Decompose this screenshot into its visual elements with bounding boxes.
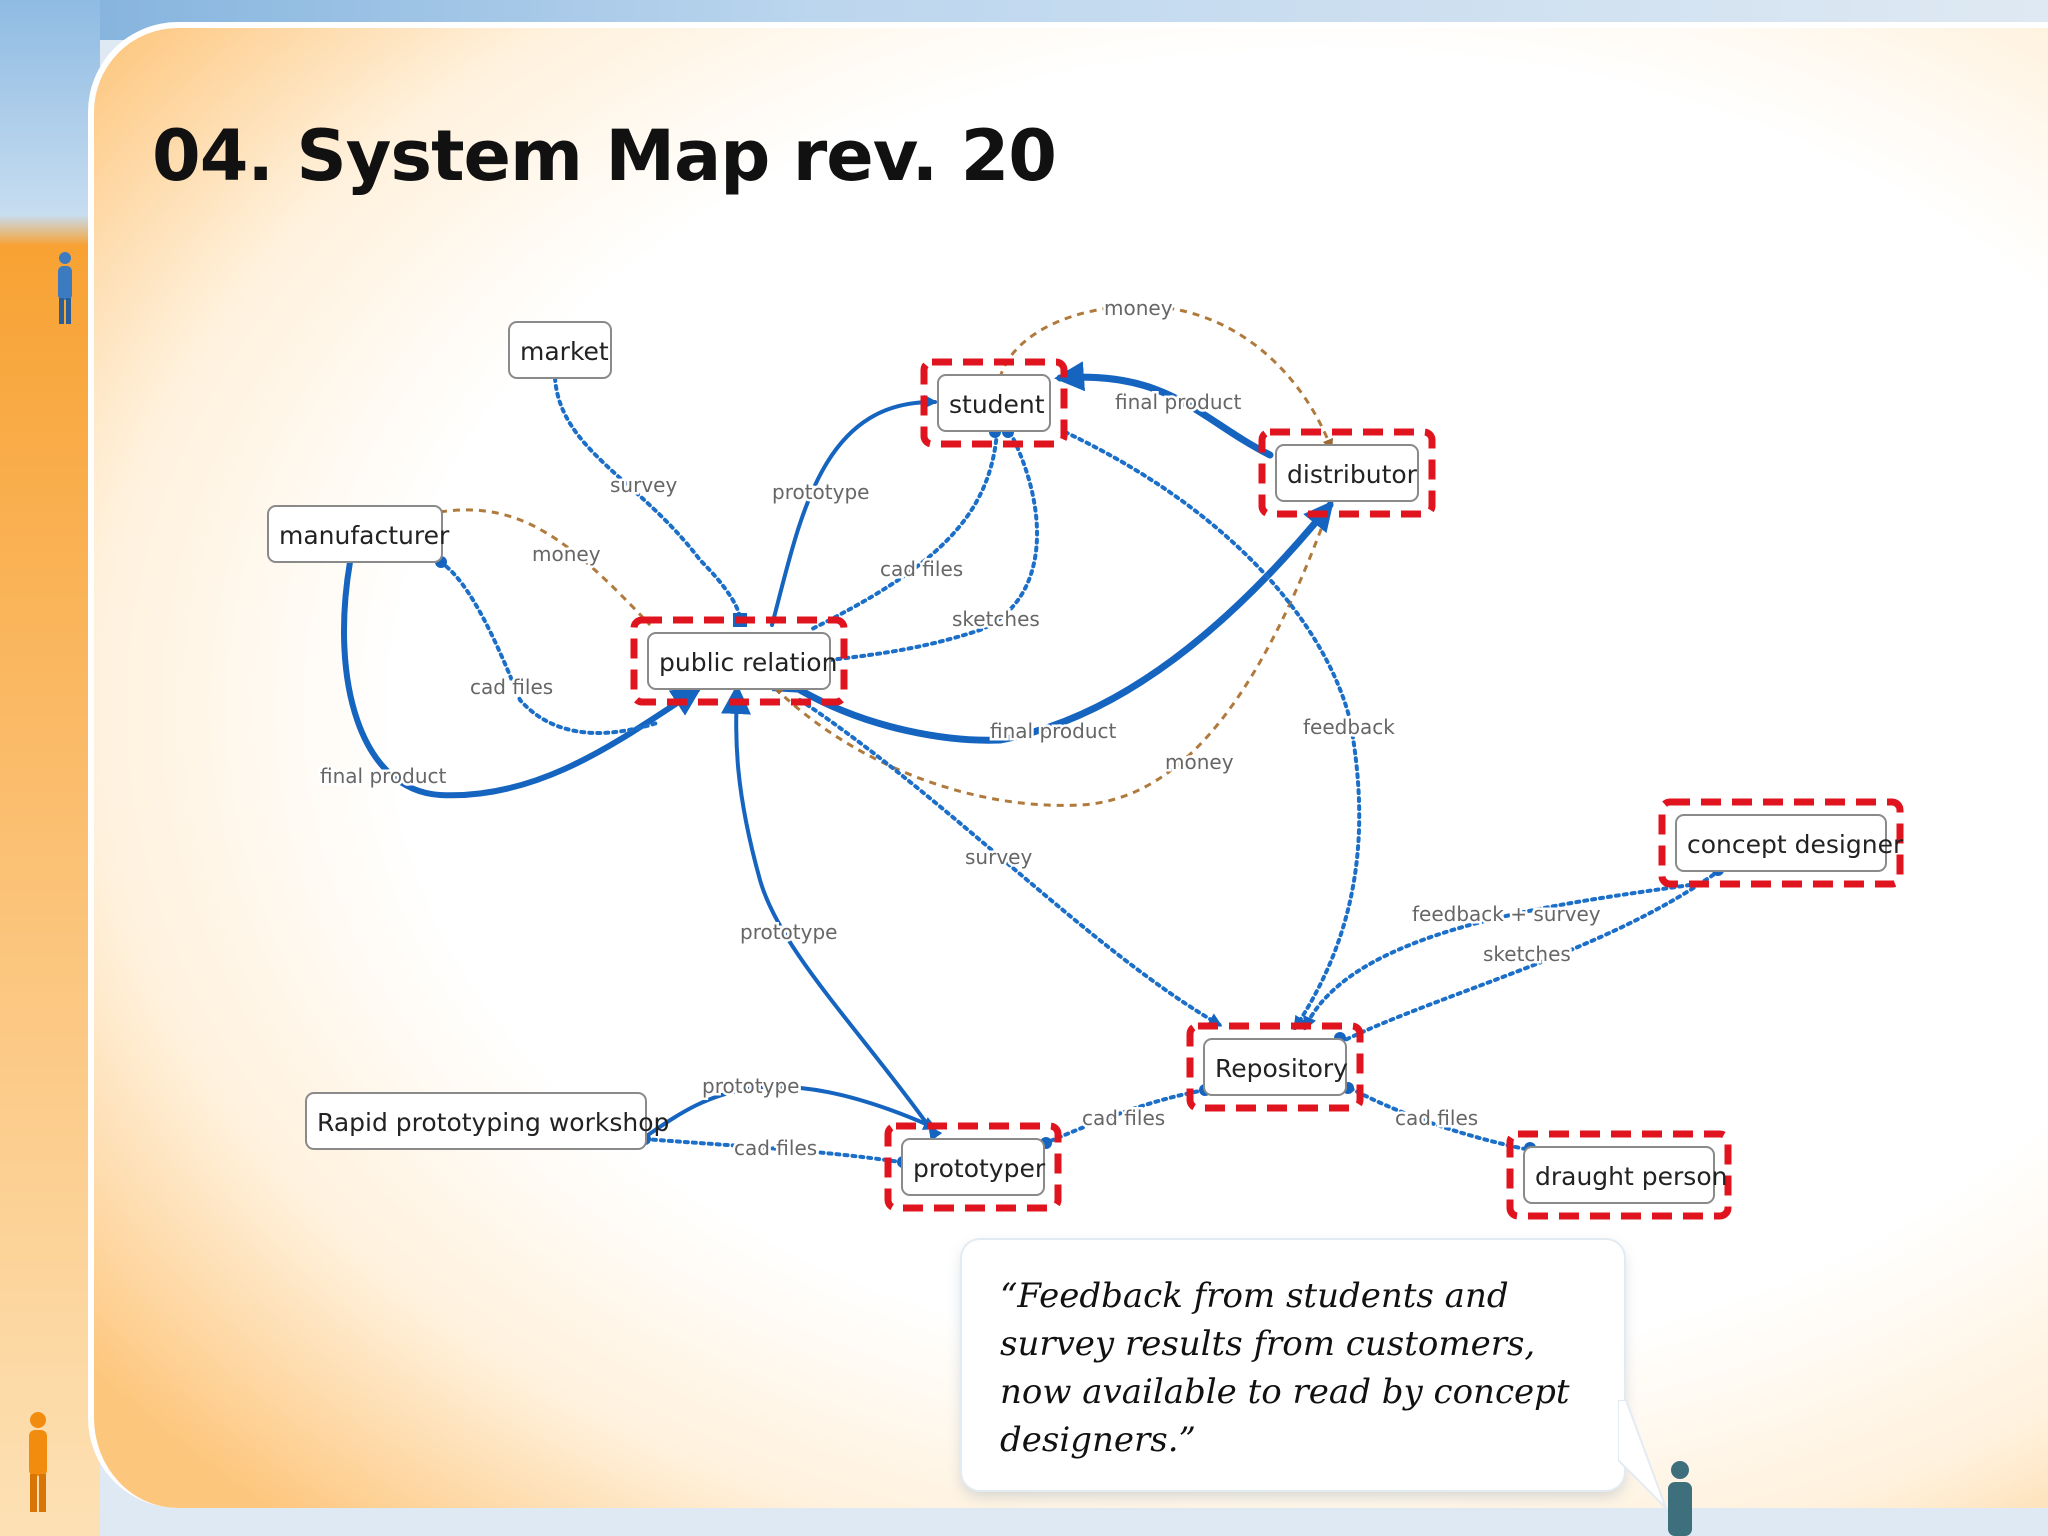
node-public-relation: public relation <box>647 632 837 690</box>
label-rapid-cad: cad files <box>734 1136 817 1160</box>
node-market: market <box>508 321 612 379</box>
edge-market-survey <box>553 376 742 622</box>
highlight-repository <box>1186 1022 1364 1112</box>
edge-student-sketches <box>828 430 1040 662</box>
label-student-final: final product <box>1115 390 1242 414</box>
edge-manufacturer-money <box>433 507 652 627</box>
node-rapid-prototyping-workshop: Rapid prototyping workshop <box>305 1092 669 1150</box>
label-pr-prototype: prototype <box>772 480 869 504</box>
svg-text:Repository: Repository <box>1215 1054 1348 1083</box>
label-concept-feedback-survey: feedback + survey <box>1412 902 1601 926</box>
node-student: student <box>937 374 1051 432</box>
label-market-survey: survey <box>610 473 677 497</box>
highlight-concept-designer <box>1658 798 1904 888</box>
svg-text:distributor: distributor <box>1287 460 1418 489</box>
edge-rapid-prototype-prototyper <box>643 1084 938 1139</box>
connection-points <box>435 426 1724 1168</box>
person-figure-orange-icon <box>29 1412 47 1512</box>
node-concept-designer: concept designer <box>1675 814 1904 872</box>
label-repo-cad-prototyper: cad files <box>1082 1106 1165 1130</box>
label-pr-final: final product <box>990 719 1117 743</box>
edge-rapid-cad-files <box>643 1137 902 1164</box>
node-distributor: distributor <box>1275 444 1419 502</box>
highlight-public-relation <box>630 616 848 706</box>
label-student-money: money <box>1104 296 1173 320</box>
quote-callout-tail <box>1618 1400 1667 1509</box>
edge-manufacturer-cad-files <box>438 560 662 735</box>
edge-concept-feedback-survey <box>1303 883 1692 1031</box>
svg-text:market: market <box>520 337 609 366</box>
label-student-sketches: sketches <box>952 607 1040 631</box>
person-figure-teal-icon <box>1668 1461 1692 1536</box>
node-repository: Repository <box>1203 1038 1348 1096</box>
edge-manufacturer-final-product <box>341 559 703 799</box>
edge-pr-survey-repository <box>798 698 1223 1027</box>
svg-text:concept designer: concept designer <box>1687 830 1904 859</box>
svg-text:manufacturer: manufacturer <box>279 521 450 550</box>
label-manufacturer-final: final product <box>320 764 447 788</box>
node-manufacturer: manufacturer <box>267 505 450 563</box>
edge-repo-cad-prototyper <box>1046 1088 1207 1144</box>
highlight-draught-person <box>1506 1130 1732 1220</box>
label-manufacturer-cad: cad files <box>470 675 553 699</box>
edge-student-cad-files <box>808 430 999 632</box>
svg-text:Rapid prototyping workshop: Rapid prototyping workshop <box>317 1108 669 1137</box>
label-feedback: feedback <box>1303 715 1395 739</box>
svg-text:public relation: public relation <box>659 648 837 677</box>
edge-pr-final-product-distributor <box>771 500 1334 744</box>
label-manufacturer-money: money <box>532 542 601 566</box>
label-distributor-money: money <box>1165 750 1234 774</box>
edge-student-feedback <box>1063 430 1362 1031</box>
edge-student-money <box>998 304 1334 451</box>
node-prototyper: prototyper <box>901 1138 1046 1196</box>
label-concept-sketches: sketches <box>1483 942 1571 966</box>
edge-distributor-final-product-student <box>1054 361 1274 459</box>
highlight-student <box>920 358 1068 448</box>
label-pr-survey: survey <box>965 845 1032 869</box>
svg-text:student: student <box>949 390 1045 419</box>
label-rapid-prototype: prototype <box>702 1074 799 1098</box>
highlight-prototyper <box>884 1122 1062 1212</box>
svg-text:draught person: draught person <box>1535 1162 1727 1191</box>
quote-callout: “Feedback from students and survey resul… <box>962 1240 1624 1490</box>
highlight-distributor <box>1258 428 1436 518</box>
label-prototyper-prototype: prototype <box>740 920 837 944</box>
slide-title: 04. System Map rev. 20 <box>152 115 1057 197</box>
edge-distributor-money <box>773 504 1332 807</box>
quote-text: “Feedback from students and survey resul… <box>1000 1276 1570 1460</box>
node-draught-person: draught person <box>1523 1146 1727 1204</box>
svg-text:prototyper: prototyper <box>913 1154 1046 1183</box>
person-figure-blue-icon <box>58 252 72 324</box>
label-repo-cad-draught: cad files <box>1395 1106 1478 1130</box>
edge-prototyper-prototype-pr <box>721 684 943 1142</box>
edge-concept-sketches <box>1343 868 1722 1042</box>
edge-pr-prototype-student <box>770 394 938 627</box>
label-student-cad: cad files <box>880 557 963 581</box>
left-band <box>0 0 100 1536</box>
